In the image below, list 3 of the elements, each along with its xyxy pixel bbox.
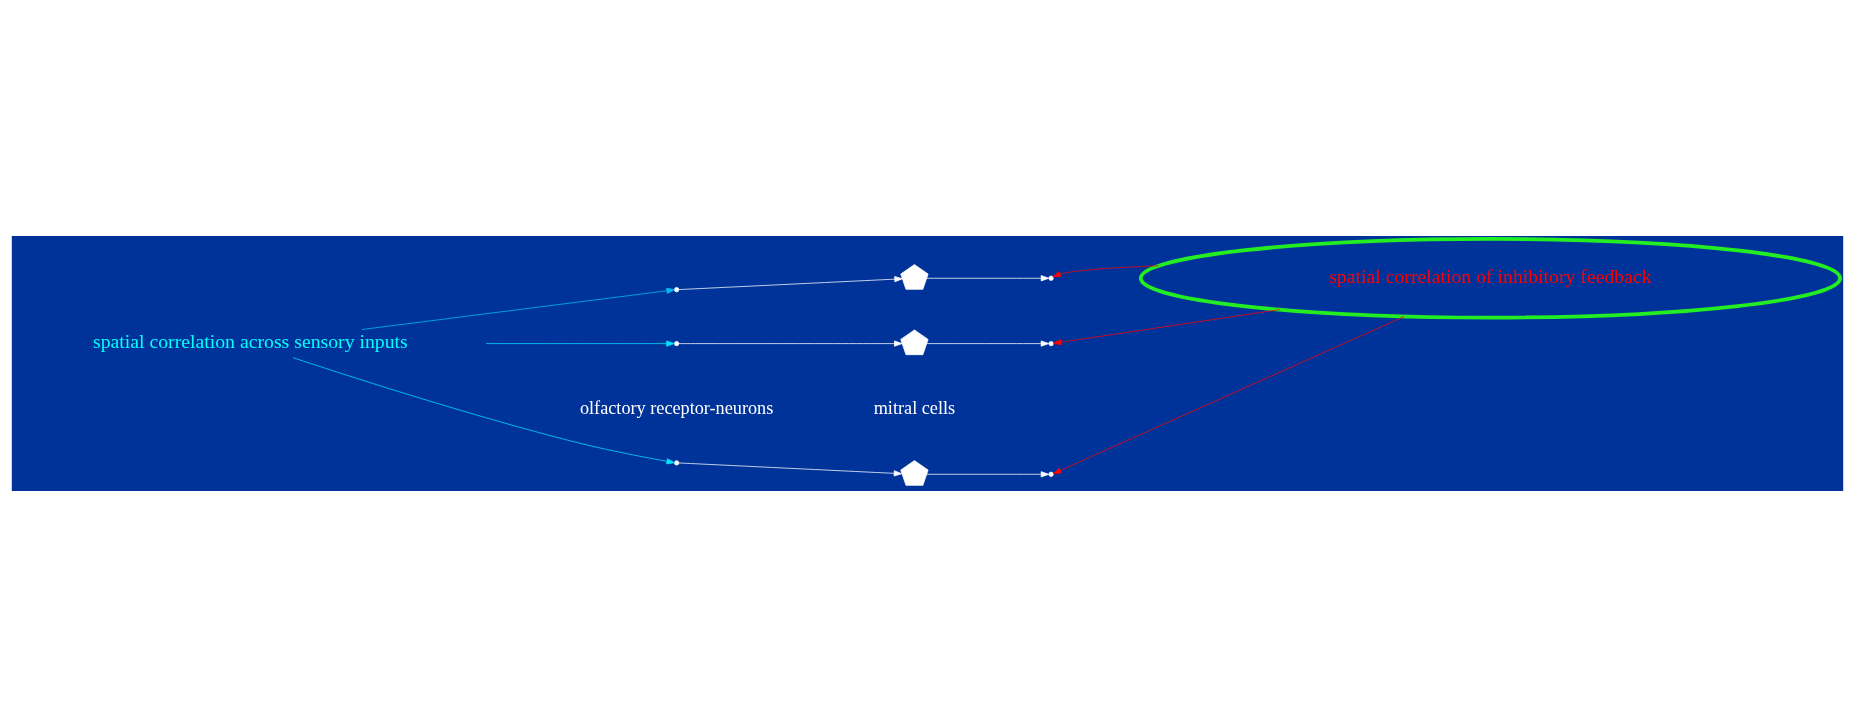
label: mitral cells <box>873 397 955 418</box>
label: olfactory receptor-neurons <box>579 397 773 418</box>
node-text: spatial correlation across sensory inputs <box>92 329 408 352</box>
